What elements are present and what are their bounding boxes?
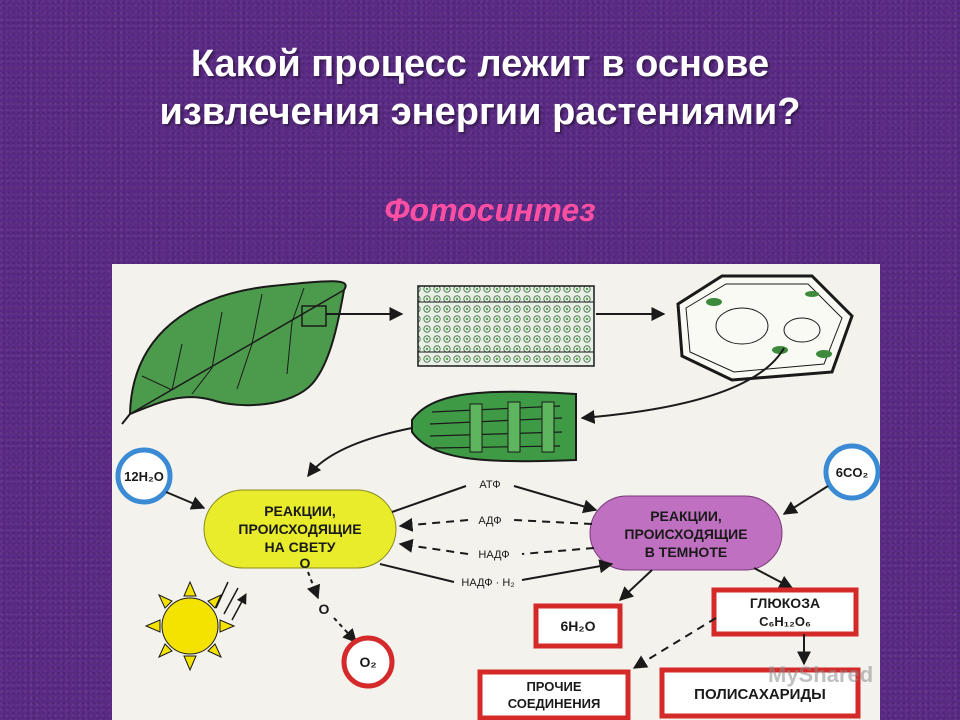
question-line-1: Какой процесс лежит в основе (190, 43, 770, 85)
plant-cell-illustration (676, 274, 854, 382)
glucose-formula: C₆H₁₂O₆ (759, 614, 811, 629)
watermark: MyShared (768, 662, 874, 687)
nadp-label: НАДФ (478, 549, 509, 561)
adp-arrow: АДФ (398, 515, 593, 532)
co2-input-label: 6CO₂ (836, 465, 869, 480)
co2-input-node: 6CO₂ (823, 443, 880, 501)
water-input-node: 12H₂O (115, 447, 173, 505)
answer-text: Фотосинтез (384, 192, 596, 228)
oxygen-atom-1: O (300, 555, 311, 571)
leaf-illustration (121, 280, 347, 425)
sun-icon (144, 580, 246, 672)
glucose-box: ГЛЮКОЗА C₆H₁₂O₆ (711, 587, 859, 637)
dark-reactions-line-3: В ТЕМНОТЕ (645, 544, 727, 560)
water-output-box: 6H₂O (533, 603, 623, 649)
leaf-cross-section (417, 285, 595, 367)
nadph-label: НАДФ · Н₂ (461, 577, 514, 589)
photosynthesis-diagram: 12H₂O 6CO₂ РЕАКЦИИ, ПРОИСХОДЯЩИЕ НА СВЕТ… (112, 264, 880, 720)
dark-reactions-line-1: РЕАКЦИИ, (650, 508, 722, 524)
light-reactions-line-2: ПРОИСХОДЯЩИЕ (238, 521, 361, 537)
dark-reactions-line-2: ПРОИСХОДЯЩИЕ (624, 526, 747, 542)
adp-label: АДФ (478, 515, 501, 527)
light-reactions-line-3: НА СВЕТУ (265, 539, 336, 555)
question-line-2: извлечения энергии растениями? (159, 91, 801, 133)
polysaccharides-box: ПОЛИСАХАРИДЫ (659, 667, 861, 719)
oxygen-atom-2: O (319, 601, 330, 617)
nadph-arrow: НАДФ · Н₂ (379, 559, 614, 589)
other-compounds-line-2: СОЕДИНЕНИЯ (508, 696, 601, 711)
other-compounds-box: ПРОЧИЕ СОЕДИНЕНИЯ (477, 669, 631, 720)
water-output-label: 6H₂O (560, 618, 595, 634)
oxygen-pathway: O O O₂ (300, 555, 395, 689)
nadp-arrow: НАДФ (398, 538, 595, 561)
polysaccharides-label: ПОЛИСАХАРИДЫ (694, 686, 826, 703)
atp-label: АТФ (479, 479, 500, 491)
atp-arrow: АТФ (391, 479, 598, 514)
question-title: Какой процесс лежит в основе извлечения … (0, 40, 960, 136)
light-reactions-node: РЕАКЦИИ, ПРОИСХОДЯЩИЕ НА СВЕТУ (203, 489, 397, 569)
chloroplast-illustration (411, 390, 577, 463)
oxygen-output-label: O₂ (359, 654, 376, 670)
glucose-label: ГЛЮКОЗА (750, 595, 820, 611)
dark-reactions-node: РЕАКЦИИ, ПРОИСХОДЯЩИЕ В ТЕМНОТЕ (589, 495, 783, 571)
light-reactions-line-1: РЕАКЦИИ, (264, 503, 336, 519)
water-input-label: 12H₂O (124, 469, 164, 484)
other-compounds-line-1: ПРОЧИЕ (526, 679, 581, 694)
